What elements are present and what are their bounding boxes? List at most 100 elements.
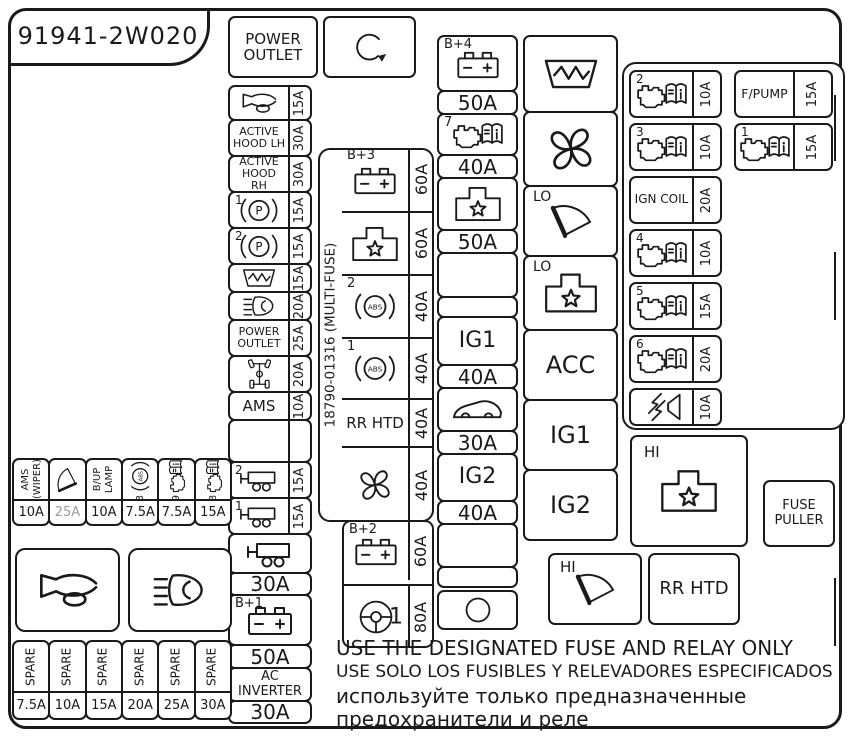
amp-value: 10A (699, 81, 715, 107)
relay-label: IG2 (550, 490, 591, 519)
amp-value: 60A (412, 163, 432, 196)
corner-label: 7 (444, 115, 453, 130)
bl-ams-wiper-: AMS (WIPER)10A (12, 458, 51, 526)
corner-label: 2 (235, 229, 243, 243)
rotated-content: SPARE (205, 642, 220, 691)
engine-book-icon (451, 120, 505, 149)
battery-icon (352, 165, 398, 195)
fuse-label: F/PUMP (741, 86, 788, 102)
fuse-cell: 5 (631, 284, 692, 328)
fuse-cell: F/PUMP (736, 72, 793, 116)
amp-value: 30A (292, 161, 308, 187)
rotated-content: SPARE (60, 642, 75, 691)
cell-content: 8 (196, 460, 230, 499)
amp-cell: 20A (692, 178, 720, 222)
amp-cell: 20A (692, 337, 720, 381)
fuse-headlight: 20A (228, 291, 312, 321)
fan-icon (543, 121, 599, 177)
svg-text:ABS: ABS (368, 365, 383, 374)
engine-book-icon (635, 133, 689, 162)
fuse-engine-book: 3 10A (629, 123, 722, 171)
trailer-icon (238, 469, 280, 492)
defrost-icon (240, 267, 278, 289)
corner-label: 6 (636, 337, 644, 351)
amp-cell: 40A (408, 448, 434, 522)
fuse-cell (230, 357, 288, 391)
amp-strip: 40A (437, 500, 518, 525)
rotated-content: SPARE (132, 642, 147, 691)
amp-cell: 10A (692, 125, 720, 169)
amp-value: 60A (411, 535, 431, 567)
amp-strip: 40A (437, 154, 518, 179)
amp-value: 20A (292, 361, 308, 387)
corner-label: 3 (636, 125, 644, 139)
steering-icon (357, 598, 395, 636)
relay-relay: LO (523, 255, 618, 331)
corner-label: 1 (389, 604, 403, 630)
rotated-content: 9 (165, 460, 189, 499)
fuse-relay: 60A (342, 211, 434, 274)
amp-cell: 20A (288, 293, 310, 319)
amp-cell: 10A (692, 390, 720, 424)
fuse-fuse (437, 252, 518, 298)
amp-cell: 15A (793, 72, 831, 116)
amp-cell: 25A (288, 321, 310, 355)
amp-value: 20A (123, 691, 158, 718)
abs-icon: ABS (351, 353, 399, 384)
amp-cell: 40A (408, 276, 434, 337)
fuse-engine-book: 7 (437, 113, 518, 156)
fuse-engine-book: 6 20A (629, 335, 722, 383)
fuse-cell (230, 421, 288, 461)
engine-book-icon (635, 345, 689, 374)
fuse-relay (437, 177, 518, 231)
hi-relay-box: HI (630, 435, 748, 547)
fuse-cell: 3 (631, 125, 692, 169)
fuse-cell: 1 (736, 125, 793, 169)
amp-cell: 10A (692, 72, 720, 116)
amp-value: 15A (292, 467, 308, 493)
amp-cell: 15A (793, 125, 831, 169)
relay-defrost (523, 35, 618, 113)
fuse-battery: B+4 (437, 35, 518, 92)
amp-cell: 30A (288, 157, 310, 191)
fuse-circle (437, 590, 518, 630)
fuse-cell: ACTIVE HOOD LH (230, 121, 288, 155)
corner-label: B+2 (349, 522, 378, 537)
rr-htd-label: RR HTD (659, 578, 729, 600)
amp-value: 40A (412, 469, 432, 501)
edge-notch (834, 95, 836, 161)
wiper-icon (55, 463, 79, 497)
cell-content (50, 460, 84, 499)
headlamp-washer-icon (641, 392, 683, 422)
amp-value: 25A (50, 499, 85, 524)
fuse-cell: POWER OUTLET (230, 321, 288, 355)
amp-value: 80A (411, 601, 431, 633)
corner-label: B+1 (235, 596, 264, 611)
cell-content: 9 (159, 460, 193, 499)
cell-content: SPARE (123, 642, 157, 691)
amp-strip: 30A (228, 572, 312, 596)
fuse-cell: 1 (344, 586, 408, 648)
cell-content: SPARE (196, 642, 230, 691)
amp-cell: 10A (288, 393, 310, 419)
corner-label: 1 (347, 339, 356, 354)
fuse-label: POWER OUTLET (237, 324, 281, 350)
amp-value: 20A (292, 293, 308, 319)
relay-label: IG1 (550, 420, 591, 449)
fuse-label: IG2 (458, 464, 497, 490)
corner-label: 9 (171, 494, 182, 499)
abs-icon: ABS (128, 460, 152, 492)
horn-icon (240, 92, 278, 114)
amp-value: 15A (195, 499, 230, 524)
corner-label: 2 (636, 72, 644, 86)
cell-content: SPARE (50, 642, 84, 691)
parking-brake-icon: P (237, 196, 281, 225)
